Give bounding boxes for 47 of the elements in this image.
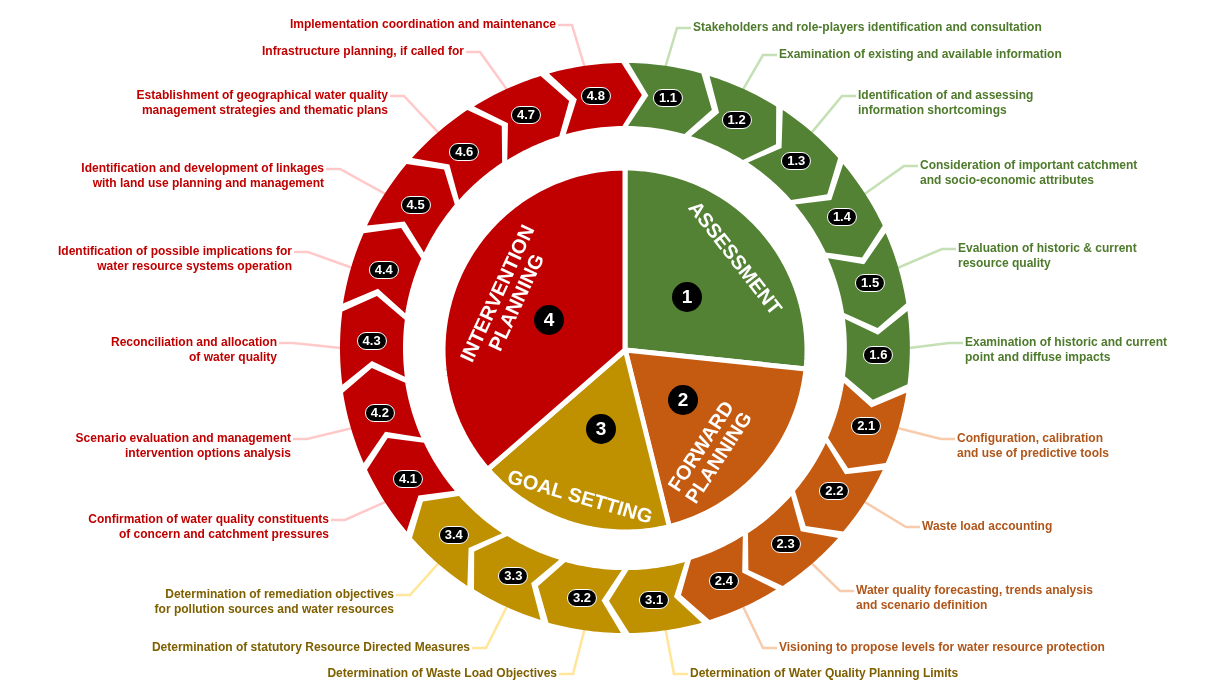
- step-description: Identification of and assessing information shortcomings: [858, 88, 1034, 118]
- step-description: Determination of statutory Resource Directed Measures: [151, 640, 470, 655]
- leader-line: [466, 50, 509, 91]
- step-description: Consideration of important catchment and socio-economic attributes: [920, 158, 1138, 188]
- leader-line: [472, 605, 509, 650]
- leader-line: [863, 164, 918, 196]
- step-description: Determination of Waste Load Objectives: [327, 666, 557, 681]
- leader-line: [326, 167, 387, 196]
- step-description: Identification of possible implications for water resource systems operation: [57, 244, 292, 274]
- leader-line: [897, 426, 955, 441]
- step-description: Identification and development of linkages with land use planning and management: [81, 161, 324, 191]
- step-number: 1.5: [855, 274, 886, 293]
- step-description: Implementation coordination and maintenance: [289, 17, 556, 32]
- leader-line: [559, 628, 586, 676]
- leader-line: [293, 426, 353, 441]
- leader-line: [396, 561, 440, 597]
- step-description: Determination of Water Quality Planning Limits: [690, 666, 959, 681]
- step-description: Infrastructure planning, if called for: [261, 44, 464, 59]
- step-description: Examination of existing and available information: [779, 47, 1062, 62]
- step-description: Scenario evaluation and management intervention options analysis: [75, 431, 291, 461]
- leader-line: [664, 628, 688, 676]
- step-description: Establishment of geographical water quality management strategies and thematic plans: [136, 88, 388, 118]
- step-description: Reconciliation and allocation of water quality: [110, 335, 277, 365]
- leader-line: [331, 500, 387, 522]
- step-description: Stakeholders and role-players identification and consultation: [693, 20, 1042, 35]
- leader-line: [810, 94, 856, 135]
- step-description: Evaluation of historic & current resource quality: [958, 241, 1137, 271]
- leader-line: [294, 250, 353, 270]
- leader-line: [390, 94, 440, 135]
- leader-line: [664, 26, 691, 68]
- leader-line: [897, 247, 956, 270]
- step-description: Water quality forecasting, trends analysis and scenario definition: [856, 583, 1093, 613]
- leader-line: [741, 605, 777, 650]
- step-description: Confirmation of water quality constituents of concern and catchment pressures: [88, 512, 329, 542]
- step-number: 2.1: [851, 417, 882, 436]
- step-description: Configuration, calibration and use of predictive tools: [957, 431, 1110, 461]
- step-description: Examination of historic and current point and diffuse impacts: [965, 335, 1168, 365]
- step-description: Waste load accounting: [922, 519, 1053, 534]
- leader-line: [279, 341, 342, 350]
- leader-line: [558, 23, 586, 68]
- leader-line: [810, 561, 854, 593]
- step-number: 1.3: [781, 152, 812, 171]
- step-description: Visioning to propose levels for water resource protection: [779, 640, 1105, 655]
- leader-line: [741, 53, 777, 91]
- leader-line: [863, 500, 920, 529]
- step-description: Determination of remediation objectives for pollution sources and water resources: [154, 587, 394, 617]
- leader-line: [908, 341, 963, 350]
